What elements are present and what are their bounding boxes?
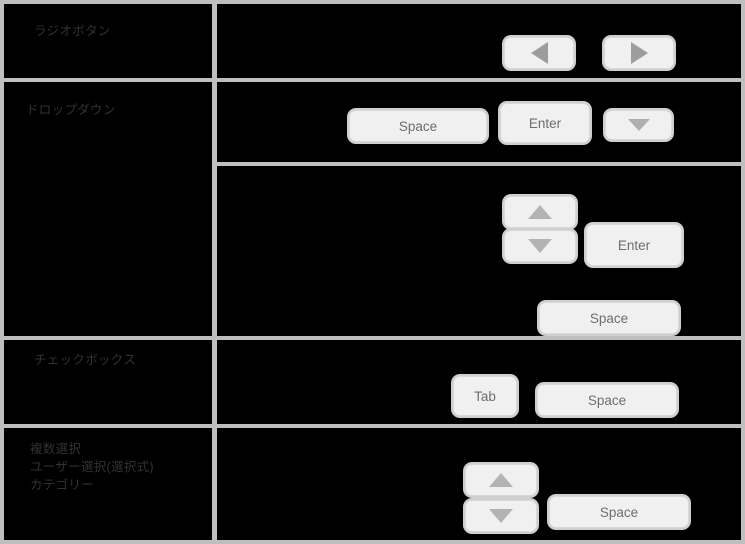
space-key-label: Space [398, 118, 438, 134]
space-key[interactable]: Space [537, 384, 677, 416]
enter-key-label: Enter [617, 237, 651, 253]
triangle-right-icon [630, 42, 648, 64]
arrow-down-key[interactable] [465, 500, 537, 532]
arrow-up-key[interactable] [504, 196, 576, 228]
tab-key-label: Tab [474, 388, 496, 404]
row-dropdown-keys-cell-secondary: Enter Space [217, 166, 741, 336]
triangle-down-icon [489, 509, 513, 523]
space-key-label: Space [599, 504, 639, 520]
space-key[interactable]: Space [349, 110, 487, 142]
row-multi-select-label-line-2: ユーザー選択(選択式) [30, 460, 154, 474]
row-multi-select-label-line-3: カテゴリー [30, 478, 95, 492]
arrow-down-key[interactable] [504, 230, 576, 262]
space-key[interactable]: Space [539, 302, 679, 334]
space-key-label: Space [587, 392, 627, 408]
row-checkbox-label-cell: チェックボックス [4, 340, 212, 424]
row-multi-select-label-cell: 複数選択 ユーザー選択(選択式) カテゴリー [4, 428, 212, 540]
arrow-right-key[interactable] [604, 37, 674, 69]
triangle-up-icon [528, 205, 552, 219]
arrow-up-key[interactable] [465, 464, 537, 496]
triangle-up-icon [489, 473, 513, 487]
enter-key[interactable]: Enter [586, 224, 682, 266]
arrow-left-key[interactable] [504, 37, 574, 69]
triangle-down-icon [528, 239, 552, 253]
row-radio-button-label-cell: ラジオボタン [4, 4, 212, 78]
enter-key[interactable]: Enter [500, 103, 590, 143]
arrow-down-key[interactable] [605, 110, 672, 140]
space-key[interactable]: Space [549, 496, 689, 528]
space-key-label: Space [589, 310, 629, 326]
enter-key-label: Enter [528, 115, 562, 131]
row-dropdown-label-cell: ドロップダウン [4, 82, 212, 336]
row-dropdown-label: ドロップダウン [26, 103, 116, 117]
tab-key[interactable]: Tab [453, 376, 517, 416]
row-checkbox-keys-cell: Tab Space [217, 340, 741, 424]
row-multi-select-keys-cell: Space [217, 428, 741, 540]
row-radio-button-keys-cell [217, 4, 741, 78]
triangle-left-icon [530, 42, 548, 64]
row-dropdown-keys-cell-primary: Space Enter [217, 82, 741, 162]
row-radio-button-label: ラジオボタン [34, 24, 111, 38]
triangle-down-icon [627, 119, 650, 131]
row-multi-select-label-line-1: 複数選択 [30, 442, 82, 456]
row-checkbox-label: チェックボックス [34, 353, 137, 367]
